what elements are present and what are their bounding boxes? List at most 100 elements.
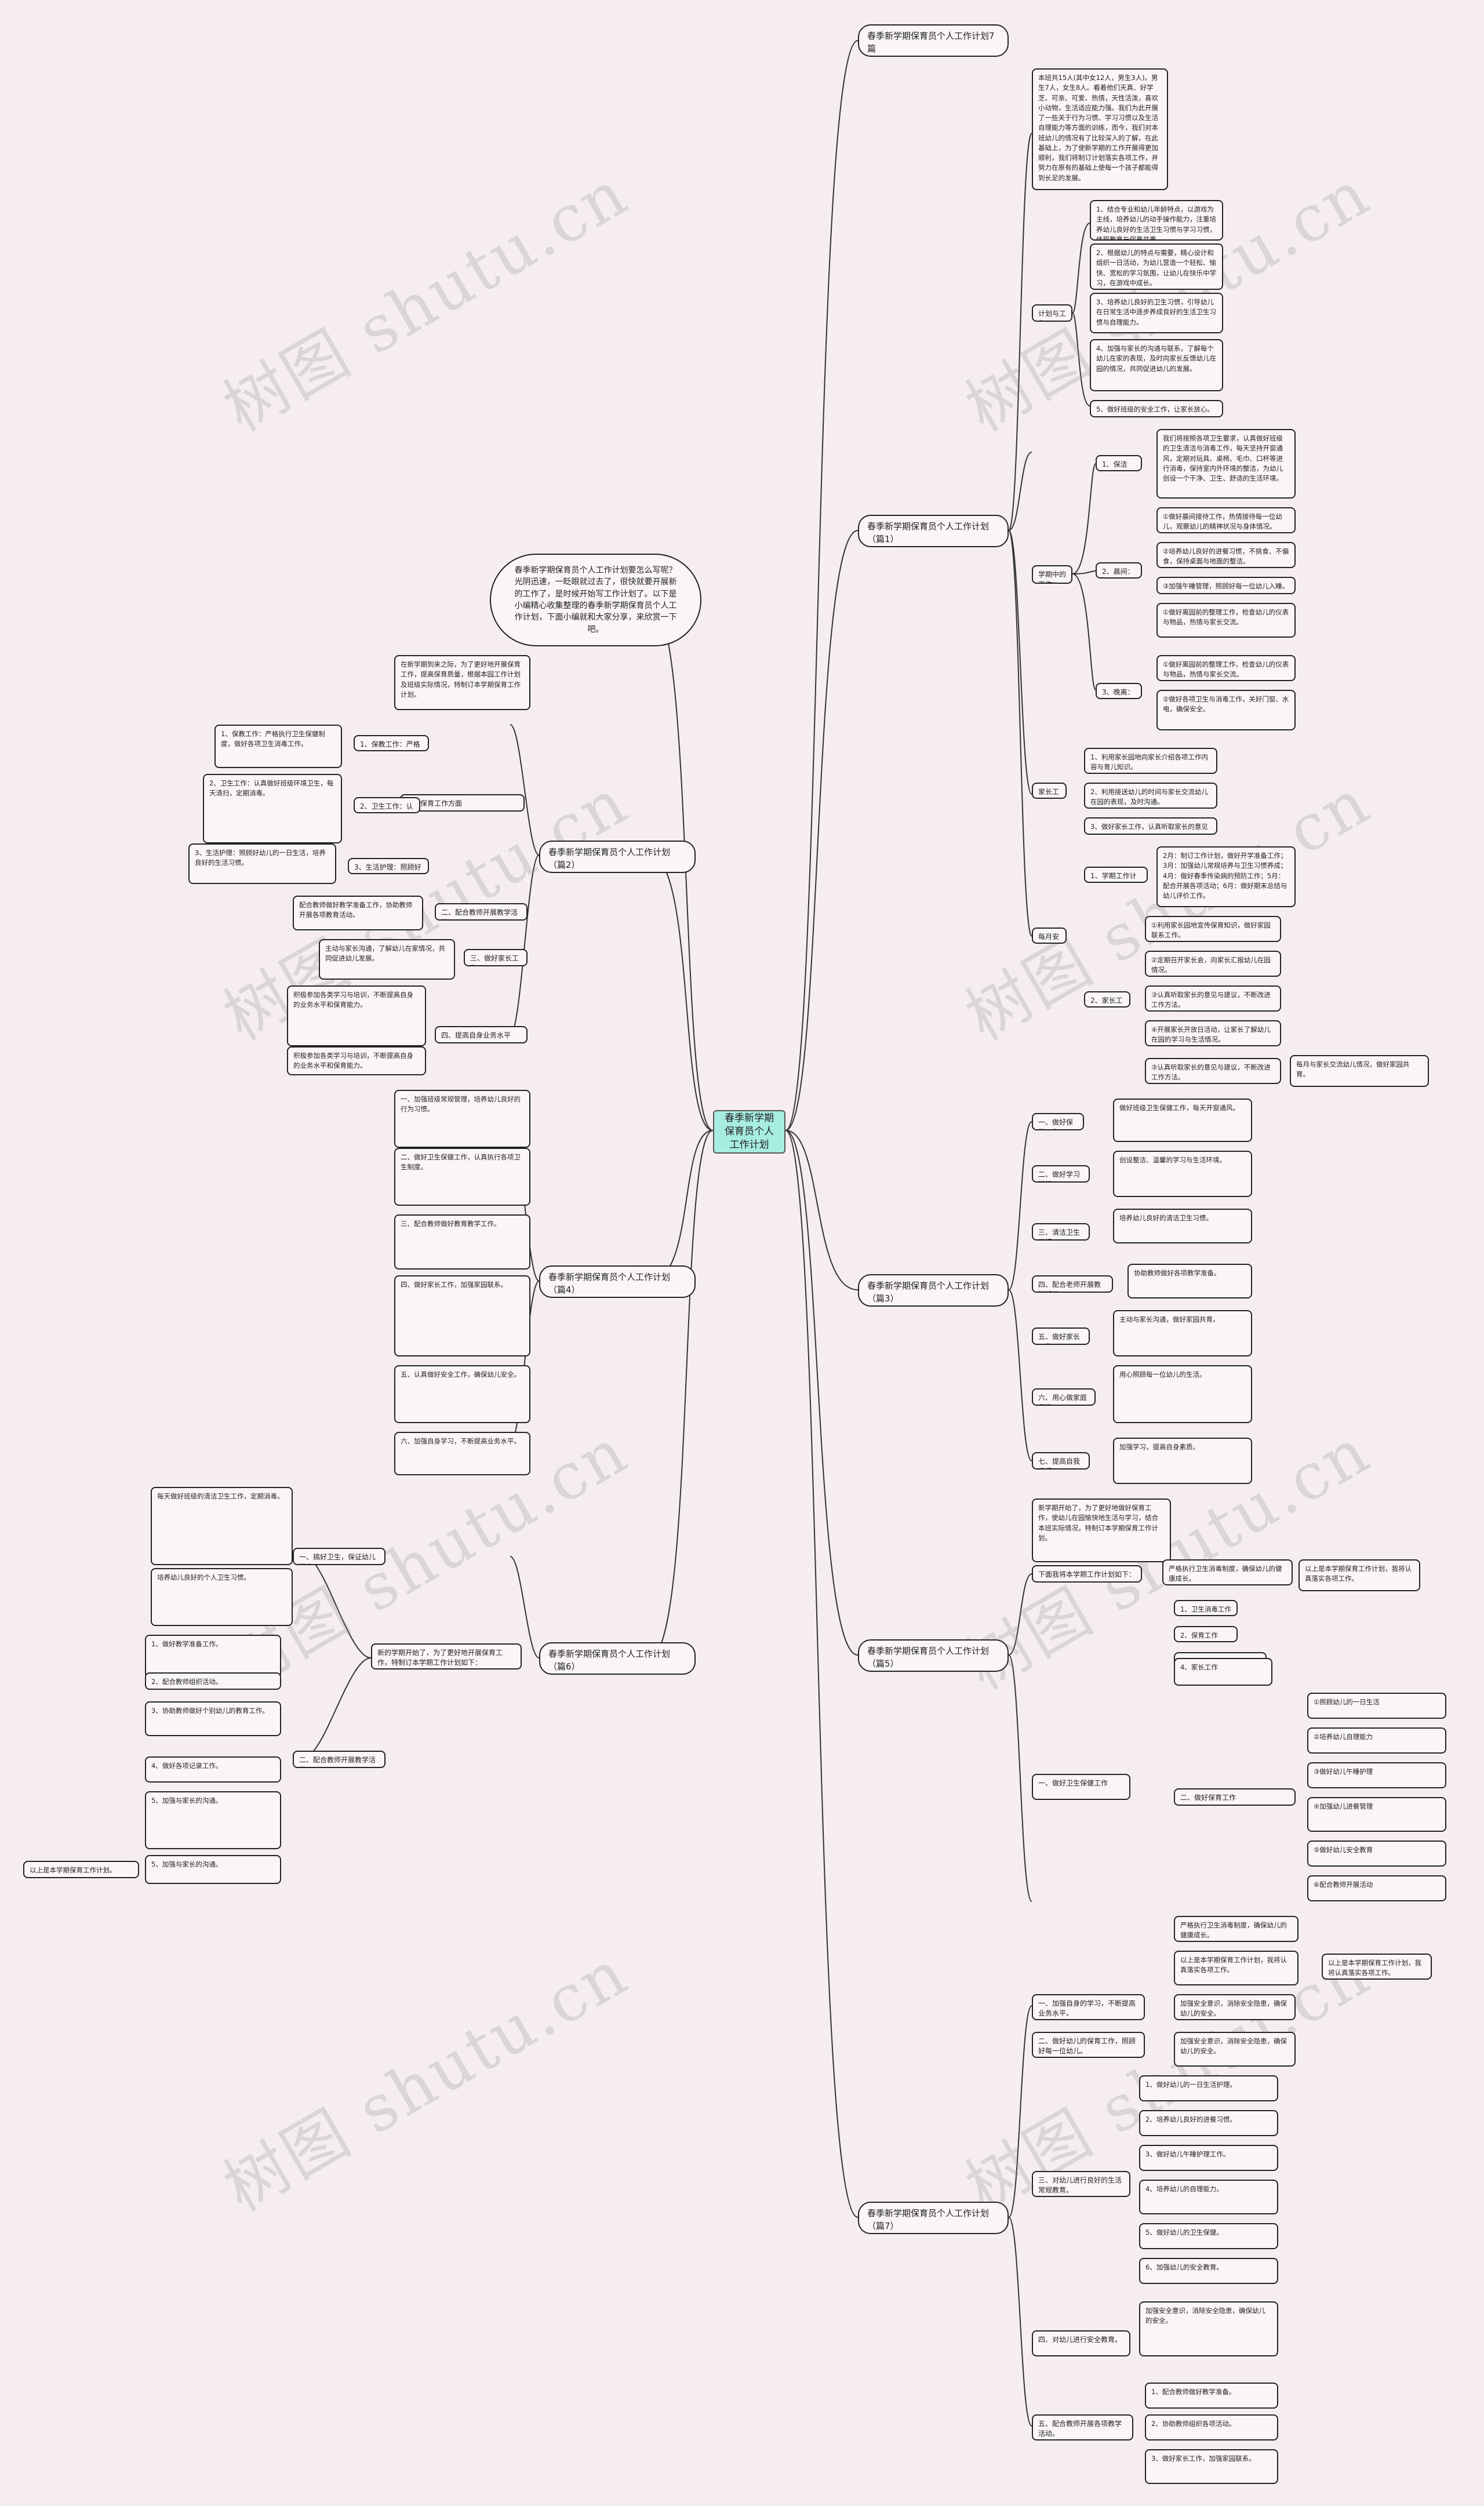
p1-home-label[interactable]: 家长工作： xyxy=(1032,783,1067,799)
p2-c1-3-label[interactable]: 3、生活护理：照顾好幼儿的一日生活，培养良好的生活习惯。 xyxy=(348,858,429,874)
p5-c-label[interactable]: 一、做好卫生保健工作 xyxy=(1032,1774,1130,1800)
p5-b-2: 2、保育工作 xyxy=(1174,1626,1238,1642)
branch-part-7[interactable]: 春季新学期保育员个人工作计划（篇7） xyxy=(858,2202,1009,2234)
p7-c3-2: 2、培养幼儿良好的进餐习惯。 xyxy=(1139,2110,1278,2136)
p5-c-2: ②培养幼儿自理能力 xyxy=(1307,1727,1446,1754)
root-topic[interactable]: 春季新学期保育员个人工作计划 xyxy=(713,1110,785,1154)
p3-text-4: 协助教师做好各项教学准备。 xyxy=(1127,1264,1252,1299)
p7-item-4-text: 加强安全意识，消除安全隐患，确保幼儿的安全。 xyxy=(1139,2301,1278,2356)
p1-s2-1: ①做好晨间接待工作，热情接待每一位幼儿，观察幼儿的精神状况与身体情况。 xyxy=(1156,507,1296,533)
p1-s2-4: ①做好离园前的整理工作，检查幼儿的仪表与物品，热情与家长交流。 xyxy=(1156,603,1296,638)
p5-b-4: 4、家长工作 xyxy=(1174,1658,1272,1686)
p1-plan-1: 1、结合专业和幼儿年龄特点，以游戏为主线，培养幼儿的动手操作能力，注重培养幼儿良… xyxy=(1090,200,1223,241)
p1-plan-4: 4、加强与家长的沟通与联系，了解每个幼儿在家的表现，及时向家长反馈幼儿在园的情况… xyxy=(1090,339,1223,391)
p2-c2-label[interactable]: 二、配合教师开展教学活动 xyxy=(435,903,528,921)
p5-c-sub[interactable]: 二、做好保育工作 xyxy=(1174,1788,1296,1806)
p7-item-4[interactable]: 四、对幼儿进行安全教育。 xyxy=(1032,2330,1130,2356)
p6-b-label[interactable]: 二、配合教师开展教学活动 xyxy=(293,1751,385,1768)
p5-b-label[interactable]: 下面我将本学期工作计划如下： xyxy=(1032,1565,1142,1583)
p2-intro: 在新学期到来之际，为了更好地开展保育工作，提高保育质量，根据本园工作计划及班级实… xyxy=(394,655,530,710)
p1-sched-a-label[interactable]: 1、学期工作计划： xyxy=(1084,867,1148,883)
p3-text-3: 培养幼儿良好的清洁卫生习惯。 xyxy=(1113,1209,1252,1243)
p7-item-2-text: 加强安全意识，消除安全隐患，确保幼儿的安全。 xyxy=(1174,2032,1296,2067)
p6-a-2: 培养幼儿良好的个人卫生习惯。 xyxy=(151,1568,293,1626)
p7-item-2[interactable]: 二、做好幼儿的保育工作，照顾好每一位幼儿。 xyxy=(1032,2032,1145,2058)
p2-c1-2-label[interactable]: 2、卫生工作：认真做好班级环境卫生，每天清扫，定期消毒。 xyxy=(354,797,420,813)
p3-item-7[interactable]: 七、提高自我素质 xyxy=(1032,1452,1090,1470)
p1-plan-2: 2、根据幼儿的特点与需要，精心设计和组织一日活动，为幼儿营造一个轻松、愉快、宽松… xyxy=(1090,243,1223,290)
p1-plan-3: 3、培养幼儿良好的卫生习惯，引导幼儿在日常生活中逐步养成良好的生活卫生习惯与自理… xyxy=(1090,293,1223,333)
p7-item-1-text: 加强安全意识，消除安全隐患，确保幼儿的安全。 xyxy=(1174,1994,1296,2020)
p3-item-6[interactable]: 六、用心做家庭保教 xyxy=(1032,1388,1096,1406)
p3-item-2[interactable]: 二、做好学习环境 xyxy=(1032,1165,1090,1183)
p4-item-3: 三、配合教师做好教育教学工作。 xyxy=(394,1214,530,1270)
p7-c5-1: 1、配合教师做好教学准备。 xyxy=(1145,2383,1278,2409)
branch-summary[interactable]: 春季新学期保育员个人工作计划7篇 xyxy=(858,24,1009,57)
p5-intro: 新学期开始了，为了更好地做好保育工作，使幼儿在园愉快地生活与学习，结合本班实际情… xyxy=(1032,1498,1171,1562)
p1-intro: 本班共15人(其中女12人，男生3人)。男生7人，女生8人。看着他们天真、好学芝… xyxy=(1032,68,1168,190)
branch-part-1[interactable]: 春季新学期保育员个人工作计划（篇1） xyxy=(858,515,1009,547)
p1-home-1: 1、利用家长园地向家长介绍各项工作内容与育儿知识。 xyxy=(1084,748,1217,774)
intro-bubble: 春季新学期保育员个人工作计划要怎么写呢？光阴迅速，一眨眼就过去了，很快就要开展新… xyxy=(490,554,701,646)
p1-s3-label[interactable]: 3、晚离： xyxy=(1096,683,1142,699)
p5-c-3: ③做好幼儿午睡护理 xyxy=(1307,1762,1446,1788)
p6-a-1: 每天做好班级的清洁卫生工作，定期消毒。 xyxy=(151,1487,293,1565)
p1-sched-b-4: ④开展家长开放日活动，让家长了解幼儿在园的学习与生活情况。 xyxy=(1145,1020,1281,1046)
p5-a-sub: 以上是本学期保育工作计划，我将认真落实各项工作。 xyxy=(1298,1559,1420,1591)
p2-c3-text-2: 积极参加各类学习与培训，不断提高自身的业务水平和保育能力。 xyxy=(287,985,426,1046)
p1-home-2: 2、利用接送幼儿的时间与家长交流幼儿在园的表现，及时沟通。 xyxy=(1084,783,1217,809)
p1-plan-5: 5、做好班级的安全工作，让家长放心。 xyxy=(1090,400,1223,417)
p3-text-6: 用心照顾每一位幼儿的生活。 xyxy=(1113,1365,1252,1423)
p1-sched-b-label[interactable]: 2、家长工作： xyxy=(1084,991,1130,1008)
p3-item-1[interactable]: 一、做好保健工作 xyxy=(1032,1113,1084,1130)
p2-c1-2-text: 2、卫生工作：认真做好班级环境卫生，每天清扫，定期消毒。 xyxy=(203,774,342,843)
p1-study-label[interactable]: 学期中的工作： xyxy=(1032,565,1072,584)
p2-c1-1-text: 1、保教工作：严格执行卫生保健制度，做好各项卫生消毒工作。 xyxy=(214,725,342,768)
p1-plan-label[interactable]: 计划与工作： xyxy=(1032,304,1072,322)
branch-part-6[interactable]: 春季新学期保育员个人工作计划（篇6） xyxy=(539,1642,696,1675)
p6-b-5: 5、加强与家长的沟通。 xyxy=(145,1791,281,1849)
p2-c1-1-label[interactable]: 1、保教工作：严格执行卫生保健制度，做好各项卫生消毒工作。 xyxy=(354,735,429,751)
p4-item-2: 二、做好卫生保健工作，认真执行各项卫生制度。 xyxy=(394,1148,530,1206)
p1-s2-label[interactable]: 2、晨间： xyxy=(1096,562,1142,579)
p6-b-2: 2、配合教师组织活动。 xyxy=(145,1672,281,1690)
p3-text-2: 创设整洁、温馨的学习与生活环境。 xyxy=(1113,1151,1252,1197)
p1-s1-label[interactable]: 1、保洁单： xyxy=(1096,455,1142,471)
branch-part-2[interactable]: 春季新学期保育员个人工作计划（篇2） xyxy=(539,841,696,873)
p2-c1-label[interactable]: 一、保育工作方面 xyxy=(400,794,525,812)
p3-item-5[interactable]: 五、做好家长工作 xyxy=(1032,1327,1090,1345)
branch-part-5[interactable]: 春季新学期保育员个人工作计划（篇5） xyxy=(858,1639,1009,1672)
p3-text-1: 做好班级卫生保健工作，每天开窗通风。 xyxy=(1113,1099,1252,1142)
p5-c-1: ①照顾幼儿的一日生活 xyxy=(1307,1693,1446,1719)
p5-d-1: 严格执行卫生消毒制度，确保幼儿的健康成长。 xyxy=(1174,1916,1298,1942)
p7-c3-6: 6、加强幼儿的安全教育。 xyxy=(1139,2258,1278,2284)
p7-item-1[interactable]: 一、加强自身的学习，不断提高业务水平。 xyxy=(1032,1994,1145,2020)
p3-text-7: 加强学习，提高自身素质。 xyxy=(1113,1438,1252,1484)
p1-s3-2: ②做好各项卫生与消毒工作，关好门窗、水电，确保安全。 xyxy=(1156,690,1296,730)
p6-b-4: 4、做好各项记录工作。 xyxy=(145,1756,281,1783)
p4-item-4: 四、做好家长工作，加强家园联系。 xyxy=(394,1275,530,1356)
p1-sched-b-2: ②定期召开家长会，向家长汇报幼儿在园情况。 xyxy=(1145,951,1281,977)
p6-a-label[interactable]: 一、搞好卫生，保证幼儿健康 xyxy=(293,1548,385,1565)
p1-sched-b-1: ①利用家长园地宣传保育知识，做好家园联系工作。 xyxy=(1145,916,1281,942)
branch-part-3[interactable]: 春季新学期保育员个人工作计划（篇3） xyxy=(858,1274,1009,1307)
p4-item-1: 一、加强班级常规管理，培养幼儿良好的行为习惯。 xyxy=(394,1090,530,1148)
p3-item-4[interactable]: 四、配合老师开展教学活动 xyxy=(1032,1275,1113,1293)
p1-sched-c: 每月与家长交流幼儿情况，做好家园共育。 xyxy=(1290,1055,1429,1087)
p3-item-3[interactable]: 三、清洁卫生习惯 xyxy=(1032,1223,1090,1241)
p5-b-1: 1、卫生消毒工作 xyxy=(1174,1600,1238,1616)
p7-c5-2: 2、协助教师组织各项活动。 xyxy=(1145,2414,1278,2440)
p2-c4-label[interactable]: 四、提高自身业务水平 xyxy=(435,1026,528,1043)
branch-part-4[interactable]: 春季新学期保育员个人工作计划（篇4） xyxy=(539,1265,696,1298)
p1-sched-b-3: ③认真听取家长的意见与建议，不断改进工作方法。 xyxy=(1145,985,1281,1012)
p2-c3-label[interactable]: 三、做好家长工作 xyxy=(464,949,528,966)
p2-c1-3-text: 3、生活护理：照顾好幼儿的一日生活，培养良好的生活习惯。 xyxy=(188,843,336,884)
p5-d-3: 以上是本学期保育工作计划，我将认真落实各项工作。 xyxy=(1322,1954,1432,1980)
p7-item-3[interactable]: 三、对幼儿进行良好的生活常规教育。 xyxy=(1032,2171,1130,2197)
p6-intro[interactable]: 新的学期开始了，为了更好地开展保育工作，特制订本学期工作计划如下： xyxy=(371,1643,522,1670)
p1-sched-label[interactable]: 每月安排： xyxy=(1032,928,1067,944)
p7-item-5[interactable]: 五、配合教师开展各项教学活动。 xyxy=(1032,2414,1133,2440)
p5-c-4: ④加强幼儿进餐管理 xyxy=(1307,1797,1446,1832)
p5-c-6: ⑥配合教师开展活动 xyxy=(1307,1875,1446,1901)
